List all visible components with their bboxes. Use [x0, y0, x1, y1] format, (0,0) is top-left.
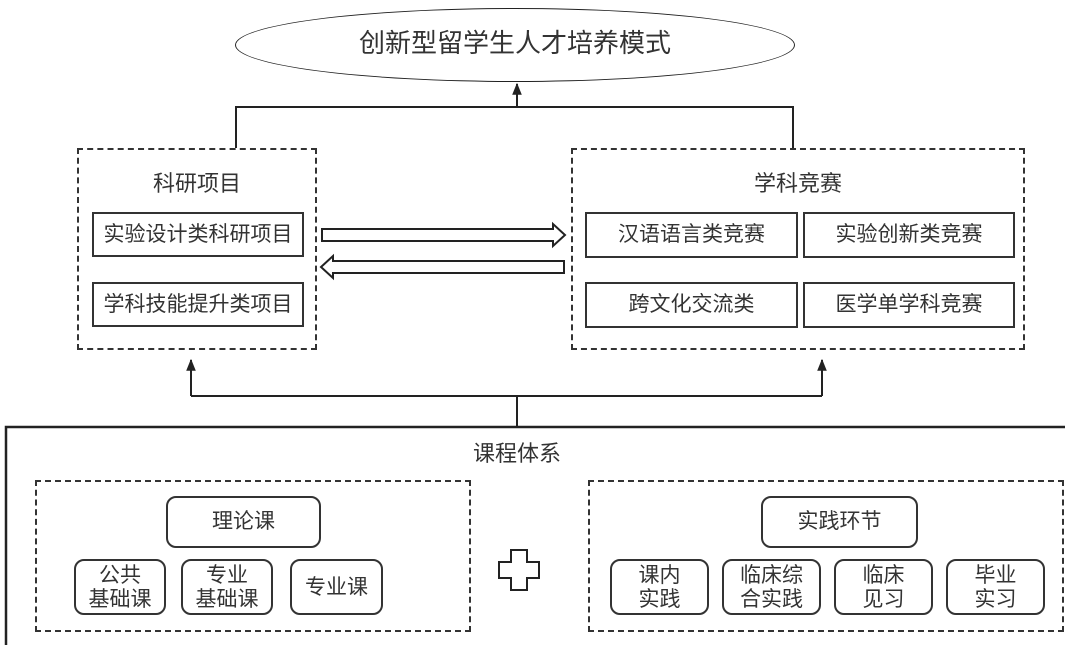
- research-projects-group: [77, 148, 317, 350]
- practice-item-graduation-internship: 毕业 实习: [946, 559, 1045, 615]
- talent-cultivation-model-goal: 创新型留学生人才培养模式: [235, 8, 795, 82]
- competitions-title: 学科竞赛: [753, 171, 842, 197]
- competition-item-experimental-innovation: 实验创新类竞赛: [803, 212, 1015, 258]
- theory-courses-header: 理论课: [166, 496, 321, 548]
- competition-item-cross-cultural: 跨文化交流类: [585, 282, 798, 328]
- competitions-group: [571, 148, 1025, 350]
- goal-label: 创新型留学生人才培养模式: [358, 29, 671, 60]
- hollow-arrow-right: [321, 221, 567, 249]
- research-item-skill-improvement: 学科技能提升类项目: [92, 282, 304, 327]
- practice-item-clinical-observation: 临床 见习: [834, 559, 933, 615]
- theory-item-public-foundation: 公共 基础课: [74, 559, 166, 615]
- practice-item-clinical-comprehensive: 临床综 合实践: [722, 559, 821, 615]
- theory-item-professional-foundation: 专业 基础课: [181, 559, 273, 615]
- research-to-goal-line: [235, 106, 794, 148]
- plus-icon: [498, 549, 540, 591]
- research-projects-title: 科研项目: [152, 171, 241, 197]
- curriculum-title: 课程体系: [472, 441, 561, 467]
- hollow-arrow-left: [319, 253, 565, 281]
- competition-item-chinese-language: 汉语语言类竞赛: [585, 212, 798, 258]
- competition-item-medical-single-discipline: 医学单学科竞赛: [803, 282, 1015, 328]
- theory-item-professional: 专业课: [290, 559, 383, 615]
- theory-courses-group: [35, 480, 471, 632]
- practice-header: 实践环节: [761, 496, 918, 548]
- practice-item-in-class: 课内 实践: [610, 559, 709, 615]
- practice-group: [588, 480, 1064, 632]
- curriculum-frame: [4, 425, 1065, 645]
- research-item-experimental-design: 实验设计类科研项目: [92, 212, 304, 257]
